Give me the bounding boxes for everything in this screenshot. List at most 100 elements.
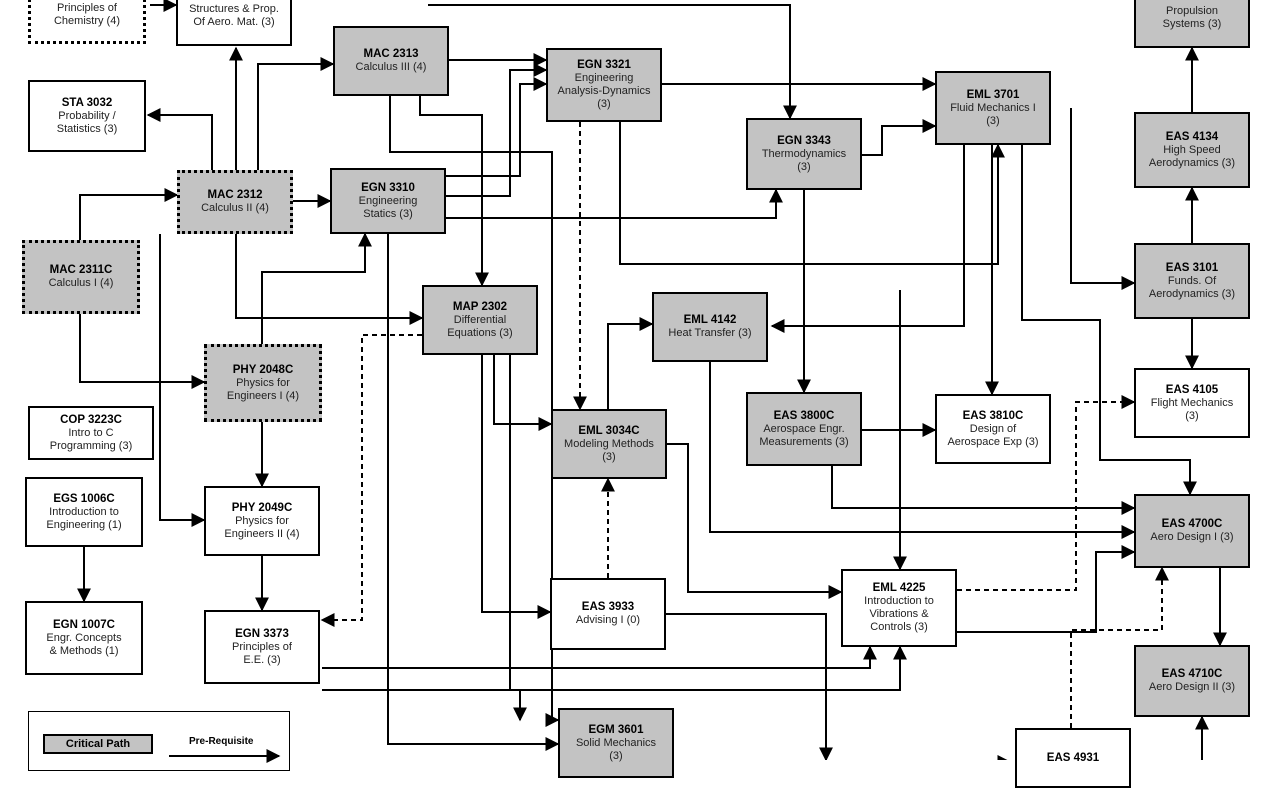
course-title: Differential Equations (3) [447,313,513,339]
prerequisite-arrow [709,362,1136,539]
course-title: Calculus III (4) [355,61,427,73]
prerequisite-arrow [666,613,833,760]
course-title: Structures & Prop. Of Aero. Mat. (3) [189,3,279,28]
prerequisite-arrow [79,314,206,389]
course-code: EGN 3373 [235,627,289,640]
prerequisite-connectors [77,0,1227,760]
prerequisite-arrow [607,317,654,409]
prerequisite-arrow [619,122,1005,265]
course-title: Flight Mechanics (3) [1150,396,1234,422]
course-code: EGN 1007C [52,618,115,631]
prerequisite-arrow [493,355,553,431]
course-title: Probability / Statistics (3) [56,109,118,135]
course-node-eas4931: EAS 4931 [1015,728,1131,788]
legend-critical-path: Critical Path [43,734,153,754]
course-code: EML 4142 [683,314,737,326]
prerequisite-arrow [146,108,213,170]
prerequisite-arrow [257,57,335,170]
prerequisite-arrow [446,63,548,197]
legend-prerequisite-label: Pre-Requisite [189,736,254,747]
course-title: Funds. Of Aerodynamics (3) [1148,274,1236,300]
prerequisite-arrow [389,96,560,727]
course-code: EGS 1006C [53,492,115,505]
prerequisite-arrow [419,96,489,287]
course-code: EGN 3343 [777,134,831,147]
prerequisite-arrow [446,77,548,177]
course-title: Engineering Analysis-Dynamics (3) [557,72,651,110]
course-code: EAS 4134 [1165,130,1219,143]
course-code: COP 3223C [60,413,122,426]
course-code: MAC 2312 [207,189,263,201]
prerequisite-arrow [428,4,797,120]
course-title: Calculus II (4) [201,202,269,214]
course-title: Aerospace Engr. Measurements (3) [759,422,849,448]
course-code: EAS 3800C [773,409,835,422]
course-title: Calculus I (4) [48,277,114,289]
course-code: EAS 3810C [962,409,1024,422]
course-code: EAS 4710C [1161,668,1223,680]
course-code: EGN 3321 [577,59,631,71]
course-title: Introduction to Vibrations & Controls (3… [864,595,934,633]
course-title: Engineering Statics (3) [358,194,418,220]
course-code: EAS 3933 [581,601,635,613]
legend: Critical Path Pre-Requisite [28,711,290,771]
course-code: EAS 4105 [1165,383,1219,396]
course-title: Physics for Engineers I (4) [226,376,300,402]
course-code: MAC 2313 [363,48,419,60]
course-code: EML 3034C [578,424,640,437]
prerequisite-arrow [159,234,206,527]
course-code: EAS 4931 [1046,751,1100,764]
course-code: MAP 2302 [452,300,508,313]
course-code: PHY 2049C [231,501,293,514]
course-title: Heat Transfer (3) [668,327,752,339]
course-code: EML 3701 [966,88,1020,101]
course-title: High Speed Aerodynamics (3) [1148,143,1236,169]
course-code: EGM 3601 [588,723,644,736]
course-title: Propulsion Systems (3) [1162,5,1222,30]
course-code: EAS 4700C [1161,518,1223,530]
prerequisite-arrow [320,334,422,627]
course-title: Physics for Engineers II (4) [224,514,300,540]
prerequisite-arrow [862,119,937,156]
prerequisite-arrow [1070,566,1169,728]
curriculum-flowchart: Principles of Chemistry (4)Structures & … [22,0,1250,788]
legend-prerequisite-arrow [169,749,281,763]
course-title: Thermodynamics (3) [761,147,847,173]
course-title: Principles of E.E. (3) [232,640,292,666]
course-title: Design of Aerospace Exp (3) [947,422,1039,448]
course-code: MAC 2311C [49,264,113,276]
course-title: Aero Design II (3) [1148,681,1236,693]
prerequisite-arrow [322,645,877,669]
prerequisite-arrow [957,395,1136,591]
prerequisite-arrow [770,145,965,333]
course-title: Intro to C Programming (3) [49,426,133,452]
prerequisite-arrow [387,234,560,751]
prerequisite-arrow [235,234,424,325]
course-code: EML 4225 [872,582,926,594]
prerequisite-arrow [667,443,843,599]
course-title: Fluid Mechanics I (3) [950,101,1036,127]
